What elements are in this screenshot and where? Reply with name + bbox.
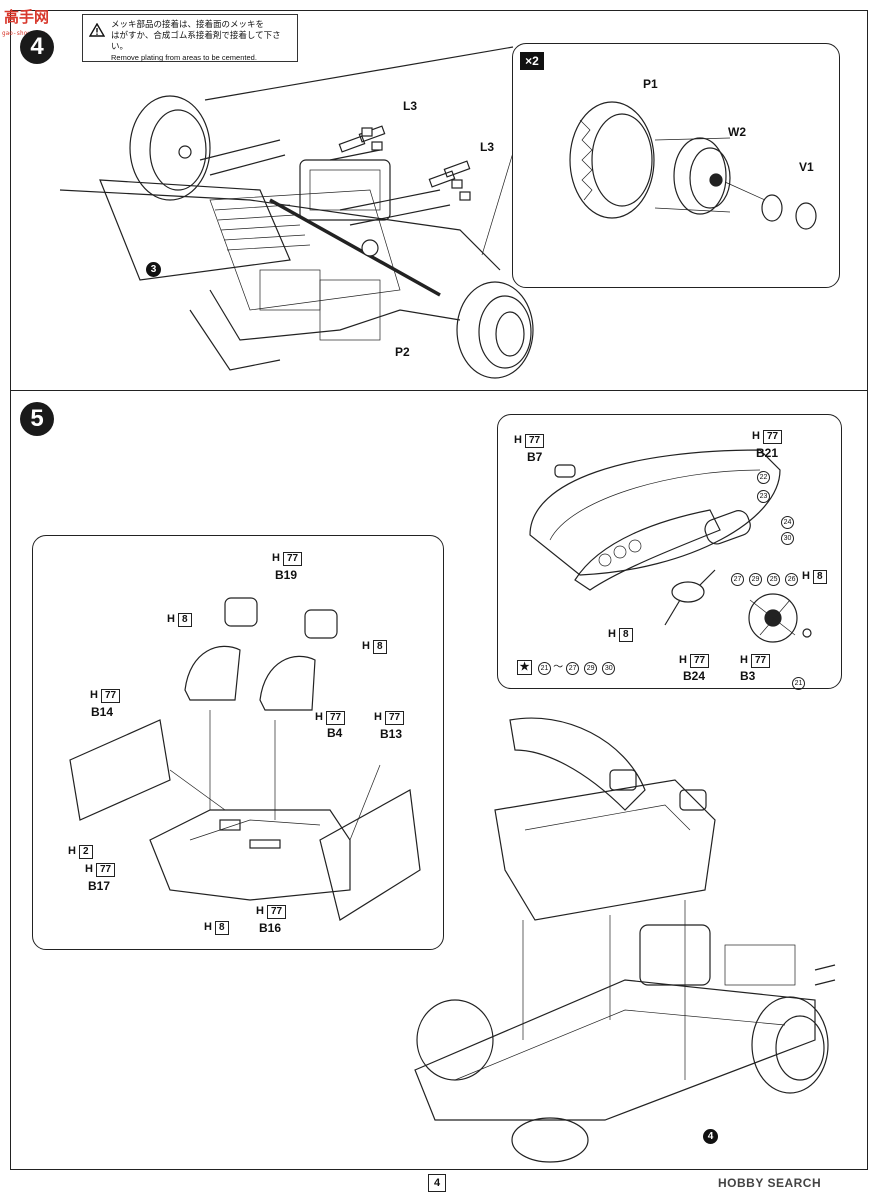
part-label-v1: V1 xyxy=(799,160,814,174)
page-frame xyxy=(10,10,868,1170)
part-label-p2: P2 xyxy=(395,345,410,359)
interior-b19-label: B19 xyxy=(275,568,298,582)
warning-triangle-icon xyxy=(89,23,105,37)
dashboard-detail-callout xyxy=(497,414,842,689)
page-number: 4 xyxy=(428,1174,446,1192)
decal-23: 23 xyxy=(757,489,772,503)
step-5-badge: 5 xyxy=(20,402,54,436)
interior-b14-label: B14 xyxy=(91,705,114,719)
decal-21: 21 xyxy=(792,676,807,690)
decal-row: 27 29 25 26 xyxy=(731,572,800,586)
part-label-p1: P1 xyxy=(643,77,658,91)
watermark-logo: 高手网 xyxy=(4,8,50,26)
multiplier-text: ×2 xyxy=(525,54,539,68)
part-label-l3-upper: L3 xyxy=(403,99,418,113)
warning-jp-line2: はがすか、合成ゴム系接着剤で接着して下さい。 xyxy=(111,30,281,51)
decal-24: 24 xyxy=(781,515,796,529)
part-label-l3-lower: L3 xyxy=(480,140,495,154)
part-label-w2: W2 xyxy=(728,125,746,139)
watermark-url: gao-shou.com xyxy=(2,30,46,37)
decal-22: 22 xyxy=(757,470,772,484)
interior-b16-label: B16 xyxy=(259,921,282,935)
interior-b13-label: B13 xyxy=(380,727,403,741)
step-divider xyxy=(10,390,868,391)
warning-en: Remove plating from areas to be cemented… xyxy=(111,53,257,62)
interior-tub-exploded xyxy=(69,597,421,921)
step-4-badge: 4 xyxy=(20,30,54,64)
warning-jp-line1: メッキ部品の接着は、接着面のメッキを xyxy=(111,19,265,29)
multiplier-badge: ×2 xyxy=(520,52,544,70)
plating-warning: メッキ部品の接着は、接着面のメッキを はがすか、合成ゴム系接着剤で接着して下さい… xyxy=(82,14,298,62)
dash-b7-label: B7 xyxy=(527,450,543,464)
interior-b17-label: B17 xyxy=(88,879,111,893)
dashboard-exploded xyxy=(529,449,812,643)
dash-b24-label: B24 xyxy=(683,669,706,683)
wheel-assembly-exploded xyxy=(569,101,817,230)
dash-b3-label: B3 xyxy=(740,669,756,683)
dash-b21-label: B21 xyxy=(756,446,779,460)
decal-30: 30 xyxy=(781,531,796,545)
decal-legend: ★ 21～ 27 29 30 xyxy=(517,658,617,675)
chassis-ref-4: 4 xyxy=(703,1129,718,1144)
wheel-detail-callout xyxy=(512,43,840,288)
interior-b4-label: B4 xyxy=(327,726,343,740)
star-icon: ★ xyxy=(517,660,532,675)
brand-watermark: HOBBY SEARCH xyxy=(718,1176,822,1190)
car-interior-assembly-drawing xyxy=(414,717,836,1163)
chassis-rear-suspension-drawing xyxy=(59,46,546,379)
interior-detail-callout xyxy=(32,535,444,950)
chassis-ref-3: 3 xyxy=(146,262,161,277)
